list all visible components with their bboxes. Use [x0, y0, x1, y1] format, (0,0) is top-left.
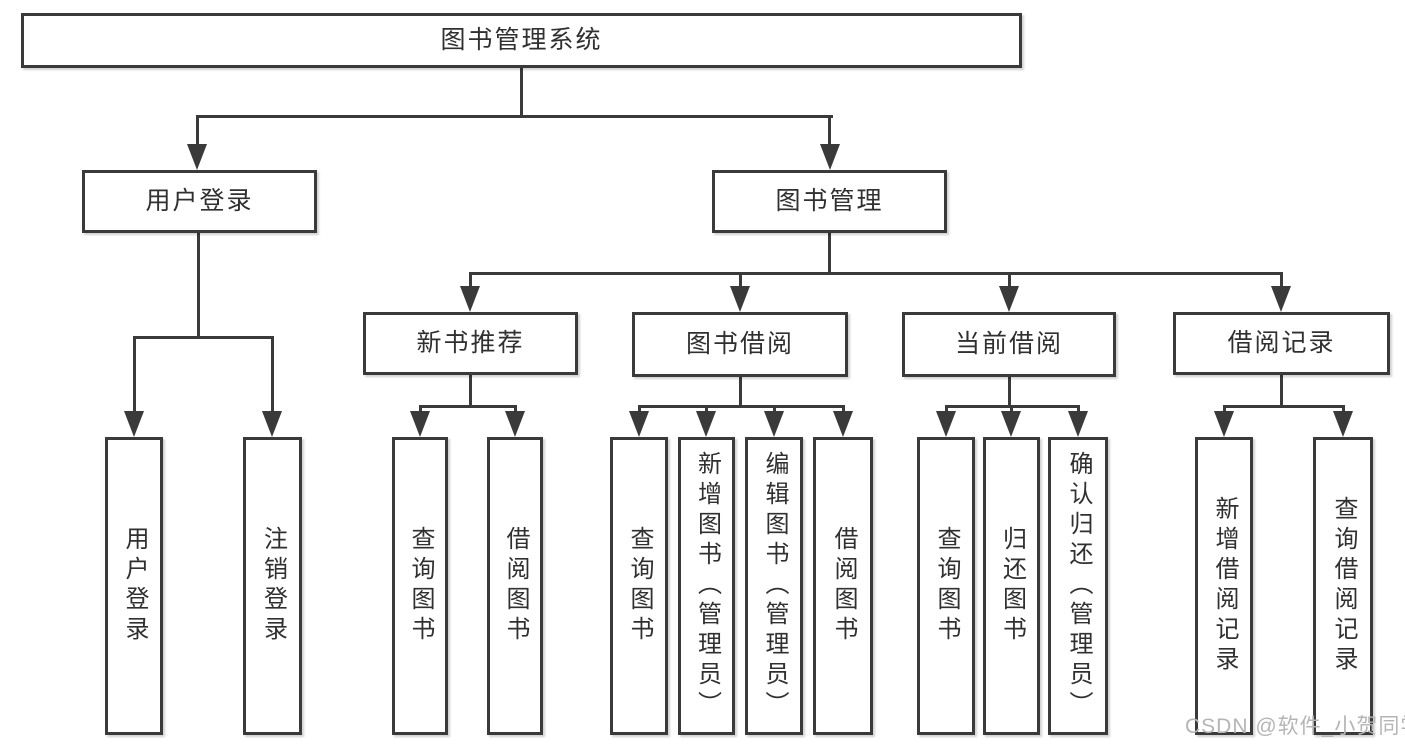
- connector-line: [739, 272, 742, 290]
- node-new-book-recommend: 新书推荐: [363, 312, 578, 375]
- leaf-query-books-3: 查询图书: [917, 437, 975, 735]
- node-book-management: 图书管理: [712, 170, 947, 233]
- leaf-borrow-books-2-label: 借阅图书: [830, 526, 857, 646]
- connector-line: [419, 405, 517, 408]
- node-current-borrowing: 当前借阅: [902, 312, 1116, 377]
- connector-line: [1280, 375, 1283, 408]
- leaf-add-borrow-record-label: 新增借阅记录: [1211, 496, 1238, 676]
- connector-line: [739, 375, 742, 408]
- arrow-down-icon: [936, 411, 956, 437]
- connector-line: [1280, 272, 1283, 290]
- node-current-borrowing-label: 当前借阅: [954, 330, 1063, 358]
- leaf-confirm-return-admin: 确认归还（管理员）: [1048, 437, 1108, 735]
- leaf-query-books-1-label: 查询图书: [407, 526, 434, 646]
- node-new-book-recommend-label: 新书推荐: [416, 329, 525, 357]
- arrow-down-icon: [187, 144, 207, 170]
- leaf-query-books-1: 查询图书: [392, 437, 448, 735]
- arrow-down-icon: [1333, 411, 1353, 437]
- connector-line: [133, 336, 136, 416]
- connector-line: [638, 405, 845, 408]
- leaf-edit-books-admin-label: 编辑图书（管理员）: [761, 451, 788, 721]
- leaf-borrow-books-1-label: 借阅图书: [502, 526, 529, 646]
- arrow-down-icon: [460, 286, 480, 312]
- arrow-down-icon: [820, 144, 840, 170]
- connector-line: [133, 336, 274, 339]
- arrow-down-icon: [1001, 411, 1021, 437]
- arrow-down-icon: [696, 411, 716, 437]
- arrow-down-icon: [1068, 411, 1088, 437]
- node-root: 图书管理系统: [21, 13, 1022, 68]
- connector-line: [469, 375, 472, 408]
- leaf-add-borrow-record: 新增借阅记录: [1195, 437, 1253, 735]
- csdn-watermark: CSDN @软件_小贺同学: [1185, 715, 1405, 738]
- connector-line: [1223, 405, 1345, 408]
- leaf-query-books-3-label: 查询图书: [933, 526, 960, 646]
- connector-line: [469, 272, 1283, 275]
- leaf-add-books-admin: 新增图书（管理员）: [678, 437, 735, 735]
- node-book-borrowing-label: 图书借阅: [685, 330, 794, 358]
- node-borrowing-records: 借阅记录: [1173, 312, 1390, 375]
- connector-line: [469, 272, 472, 290]
- connector-line: [197, 233, 200, 339]
- connector-line: [828, 233, 831, 275]
- leaf-logout: 注销登录: [243, 437, 302, 735]
- connector-line: [520, 68, 523, 116]
- leaf-return-books-label: 归还图书: [998, 526, 1026, 646]
- leaf-logout-label: 注销登录: [259, 526, 287, 646]
- arrow-down-icon: [730, 286, 750, 312]
- leaf-edit-books-admin: 编辑图书（管理员）: [745, 437, 803, 735]
- connector-line: [1008, 375, 1011, 408]
- leaf-add-books-admin-label: 新增图书（管理员）: [693, 451, 721, 721]
- leaf-user-login-label: 用户登录: [121, 526, 148, 646]
- arrow-down-icon: [505, 411, 525, 437]
- node-book-borrowing: 图书借阅: [632, 312, 848, 377]
- leaf-borrow-books-1: 借阅图书: [487, 437, 543, 735]
- leaf-borrow-books-2: 借阅图书: [813, 437, 873, 735]
- arrow-down-icon: [764, 411, 784, 437]
- node-root-label: 图书管理系统: [440, 26, 603, 54]
- leaf-query-books-2: 查询图书: [610, 437, 668, 735]
- node-user-login: 用户登录: [82, 170, 317, 233]
- node-borrowing-records-label: 借阅记录: [1227, 329, 1336, 357]
- leaf-confirm-return-admin-label: 确认归还（管理员）: [1065, 451, 1092, 721]
- node-book-management-label: 图书管理: [775, 187, 884, 215]
- connector-line: [196, 115, 199, 150]
- arrow-down-icon: [833, 411, 853, 437]
- connector-line: [1008, 272, 1011, 290]
- leaf-user-login: 用户登录: [105, 437, 163, 735]
- connector-line: [828, 115, 831, 150]
- connector-line: [271, 336, 274, 416]
- node-user-login-label: 用户登录: [145, 187, 254, 215]
- leaf-return-books: 归还图书: [983, 437, 1040, 735]
- connector-line: [196, 115, 833, 118]
- arrow-down-icon: [999, 286, 1019, 312]
- arrow-down-icon: [124, 411, 144, 437]
- arrow-down-icon: [262, 411, 282, 437]
- leaf-query-borrow-record: 查询借阅记录: [1313, 437, 1373, 735]
- leaf-query-books-2-label: 查询图书: [626, 526, 653, 646]
- arrow-down-icon: [1214, 411, 1234, 437]
- arrow-down-icon: [410, 411, 430, 437]
- arrow-down-icon: [629, 411, 649, 437]
- leaf-query-borrow-record-label: 查询借阅记录: [1330, 496, 1357, 676]
- arrow-down-icon: [1271, 286, 1291, 312]
